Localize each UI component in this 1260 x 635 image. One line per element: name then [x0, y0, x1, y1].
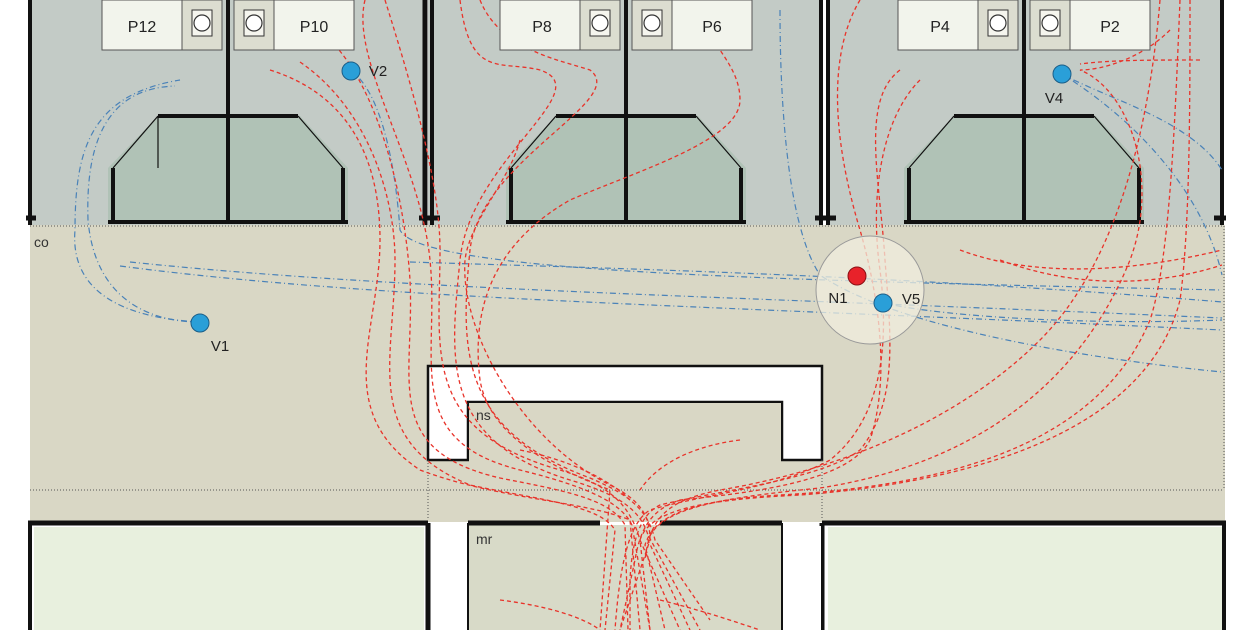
bed-frames — [108, 0, 1144, 224]
patient-p8: P8 — [499, 0, 581, 51]
patient-p2: P2 — [1069, 0, 1151, 51]
patient-label-p2: P2 — [1100, 19, 1120, 36]
nurse-station — [426, 364, 824, 491]
medication-room-area — [468, 525, 782, 635]
corridor-label: co — [34, 234, 49, 250]
device-p6 — [631, 0, 673, 51]
marker-v4: V4 — [1045, 64, 1072, 107]
marker-label-n1: N1 — [828, 290, 847, 307]
patient-p12: P12 — [101, 0, 183, 51]
marker-label-v5: V5 — [902, 291, 920, 308]
nurse-paths — [269, 0, 1223, 631]
lower-room-right — [828, 527, 1222, 635]
patient-label-p12: P12 — [128, 19, 157, 36]
marker-label-v2: V2 — [369, 63, 387, 80]
marker-v5: V5 — [873, 291, 920, 313]
device-p10 — [233, 0, 275, 51]
marker-v1: V1 — [190, 313, 229, 355]
device-p2 — [1029, 0, 1071, 51]
corridor-boundaries — [30, 225, 1225, 520]
patient-label-p10: P10 — [300, 19, 329, 36]
device-p8 — [579, 0, 621, 51]
medication-room-label: mr — [476, 531, 493, 547]
device-p12 — [181, 0, 223, 51]
nurse-station-label: ns — [476, 407, 491, 423]
lower-room-left — [34, 527, 424, 635]
patient-p6: P6 — [671, 0, 753, 51]
device-p4 — [977, 0, 1019, 51]
marker-label-v1: V1 — [211, 338, 229, 355]
patient-p4: P4 — [897, 0, 979, 51]
marker-n1: N1 — [828, 266, 867, 307]
n1-focus-circle — [815, 235, 925, 345]
patient-label-p8: P8 — [532, 19, 552, 36]
visitor-paths — [74, 9, 1223, 373]
marker-v2: V2 — [341, 61, 387, 81]
walls — [26, 0, 1226, 630]
patient-p10: P10 — [273, 0, 355, 51]
patient-label-p6: P6 — [702, 19, 722, 36]
patient-label-p4: P4 — [930, 19, 950, 36]
marker-label-v4: V4 — [1045, 90, 1063, 107]
